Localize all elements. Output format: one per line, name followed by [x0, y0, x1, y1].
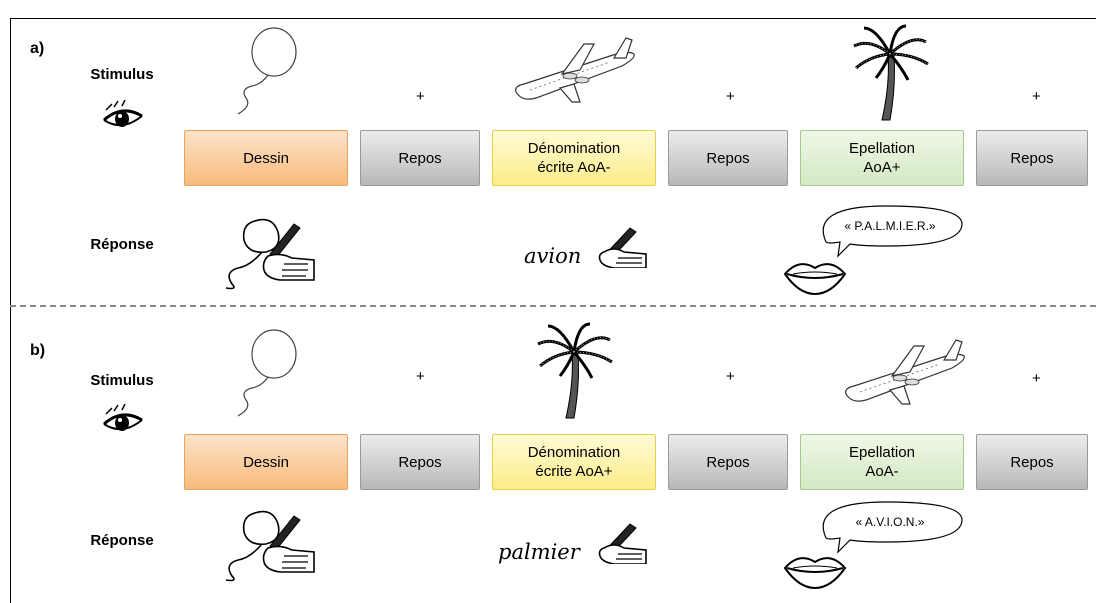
block-repos: Repos — [360, 434, 480, 490]
panel-label: a) — [30, 40, 45, 57]
lips-icon — [783, 256, 847, 296]
block-repos: Repos — [976, 130, 1088, 186]
fixation-cross: + — [1032, 370, 1041, 387]
eye-icon — [100, 100, 146, 136]
written-word: palmier — [498, 540, 580, 564]
airplane-icon — [510, 36, 640, 106]
airplane-icon — [840, 338, 970, 408]
fixation-cross: + — [726, 368, 735, 385]
fixation-cross: + — [416, 88, 425, 105]
block-repos: Repos — [976, 434, 1088, 490]
block-repos: Repos — [360, 130, 480, 186]
lips-icon — [783, 550, 847, 590]
balloon-icon — [232, 328, 302, 418]
response-row-label: Réponse — [90, 532, 154, 549]
spoken-spelling: « P.A.L.M.I.E.R.» — [844, 219, 935, 233]
balloon-icon — [232, 26, 302, 116]
eye-icon — [100, 404, 146, 440]
panel-label: b) — [30, 342, 46, 359]
fixation-cross: + — [726, 88, 735, 105]
response-row-label: Réponse — [90, 236, 154, 253]
speech-bubble: « A.V.I.O.N.» — [822, 501, 963, 554]
panel-divider — [10, 305, 1096, 307]
writing-hand-icon — [590, 520, 650, 564]
fixation-cross: + — [1032, 88, 1041, 105]
block-repos: Repos — [668, 434, 788, 490]
palm-tree-icon — [850, 24, 930, 124]
figure-frame — [10, 18, 1096, 603]
writing-hand-icon — [590, 224, 650, 268]
block-dessin: Dessin — [184, 434, 348, 490]
speech-bubble: « P.A.L.M.I.E.R.» — [822, 205, 963, 258]
spoken-spelling: « A.V.I.O.N.» — [856, 515, 925, 529]
stimulus-row-label: Stimulus — [90, 372, 154, 389]
panel-b: b) Stimulus + + + Dessin Repos Dénominat… — [0, 310, 1096, 602]
panel-a: a) Stimulus + + + Dessin Repos Dénominat… — [0, 18, 1096, 310]
stimulus-row-label: Stimulus — [90, 66, 154, 83]
written-word: avion — [524, 244, 582, 268]
drawing-hand-icon — [222, 506, 318, 582]
block-dessin: Dessin — [184, 130, 348, 186]
palm-tree-icon — [534, 322, 614, 422]
drawing-hand-icon — [222, 214, 318, 290]
block-repos: Repos — [668, 130, 788, 186]
fixation-cross: + — [416, 368, 425, 385]
